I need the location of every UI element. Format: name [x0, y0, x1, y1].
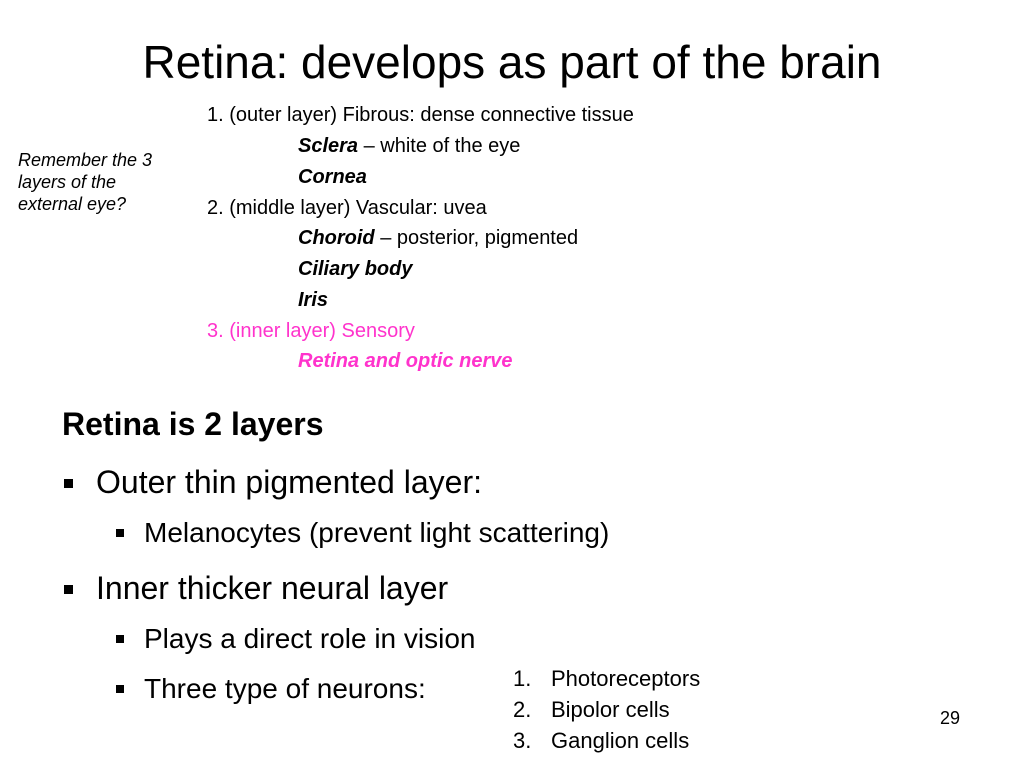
neuron-list-item: 2.Bipolor cells — [513, 697, 670, 722]
choroid-line: Choroid – posterior, pigmented — [298, 223, 578, 253]
square-bullet-icon — [64, 585, 73, 594]
choroid-term: Choroid — [298, 227, 375, 249]
slide-title: Retina: develops as part of the brain — [142, 36, 882, 88]
sclera-description: – white of the eye — [358, 135, 521, 157]
side-note: Remember the 3 layers of the external ey… — [18, 150, 153, 214]
square-bullet-icon — [116, 529, 124, 537]
ciliary-body-term: Ciliary body — [298, 258, 413, 280]
bullet-outer-layer: Outer thin pigmented layer: — [64, 461, 482, 503]
cornea-term: Cornea — [298, 166, 367, 188]
sclera-line: Sclera – white of the eye — [298, 131, 520, 161]
square-bullet-icon — [64, 479, 73, 488]
neuron-list-item: 1.Photoreceptors — [513, 666, 701, 691]
sclera-term: Sclera — [298, 135, 359, 157]
outer-layer-heading: 1. (outer layer) Fibrous: dense connecti… — [207, 104, 634, 126]
middle-layer-heading: 2. (middle layer) Vascular: uvea — [207, 197, 487, 219]
body-heading: Retina is 2 layers — [62, 406, 324, 442]
bullet-inner-layer: Inner thicker neural layer — [64, 567, 448, 609]
square-bullet-icon — [116, 635, 124, 643]
square-bullet-icon — [116, 685, 124, 693]
retina-term: Retina and optic nerve — [298, 350, 513, 372]
page-number: 29 — [940, 708, 961, 728]
neuron-list-item: 3.Ganglion cells — [513, 728, 690, 753]
bullet-neurons: Three type of neurons: — [116, 671, 426, 707]
bullet-vision: Plays a direct role in vision — [116, 621, 475, 657]
inner-layer-heading: 3. (inner layer) Sensory — [207, 320, 415, 342]
iris-term: Iris — [298, 289, 329, 311]
choroid-description: – posterior, pigmented — [374, 227, 579, 249]
bullet-melanocytes: Melanocytes (prevent light scattering) — [116, 515, 609, 551]
